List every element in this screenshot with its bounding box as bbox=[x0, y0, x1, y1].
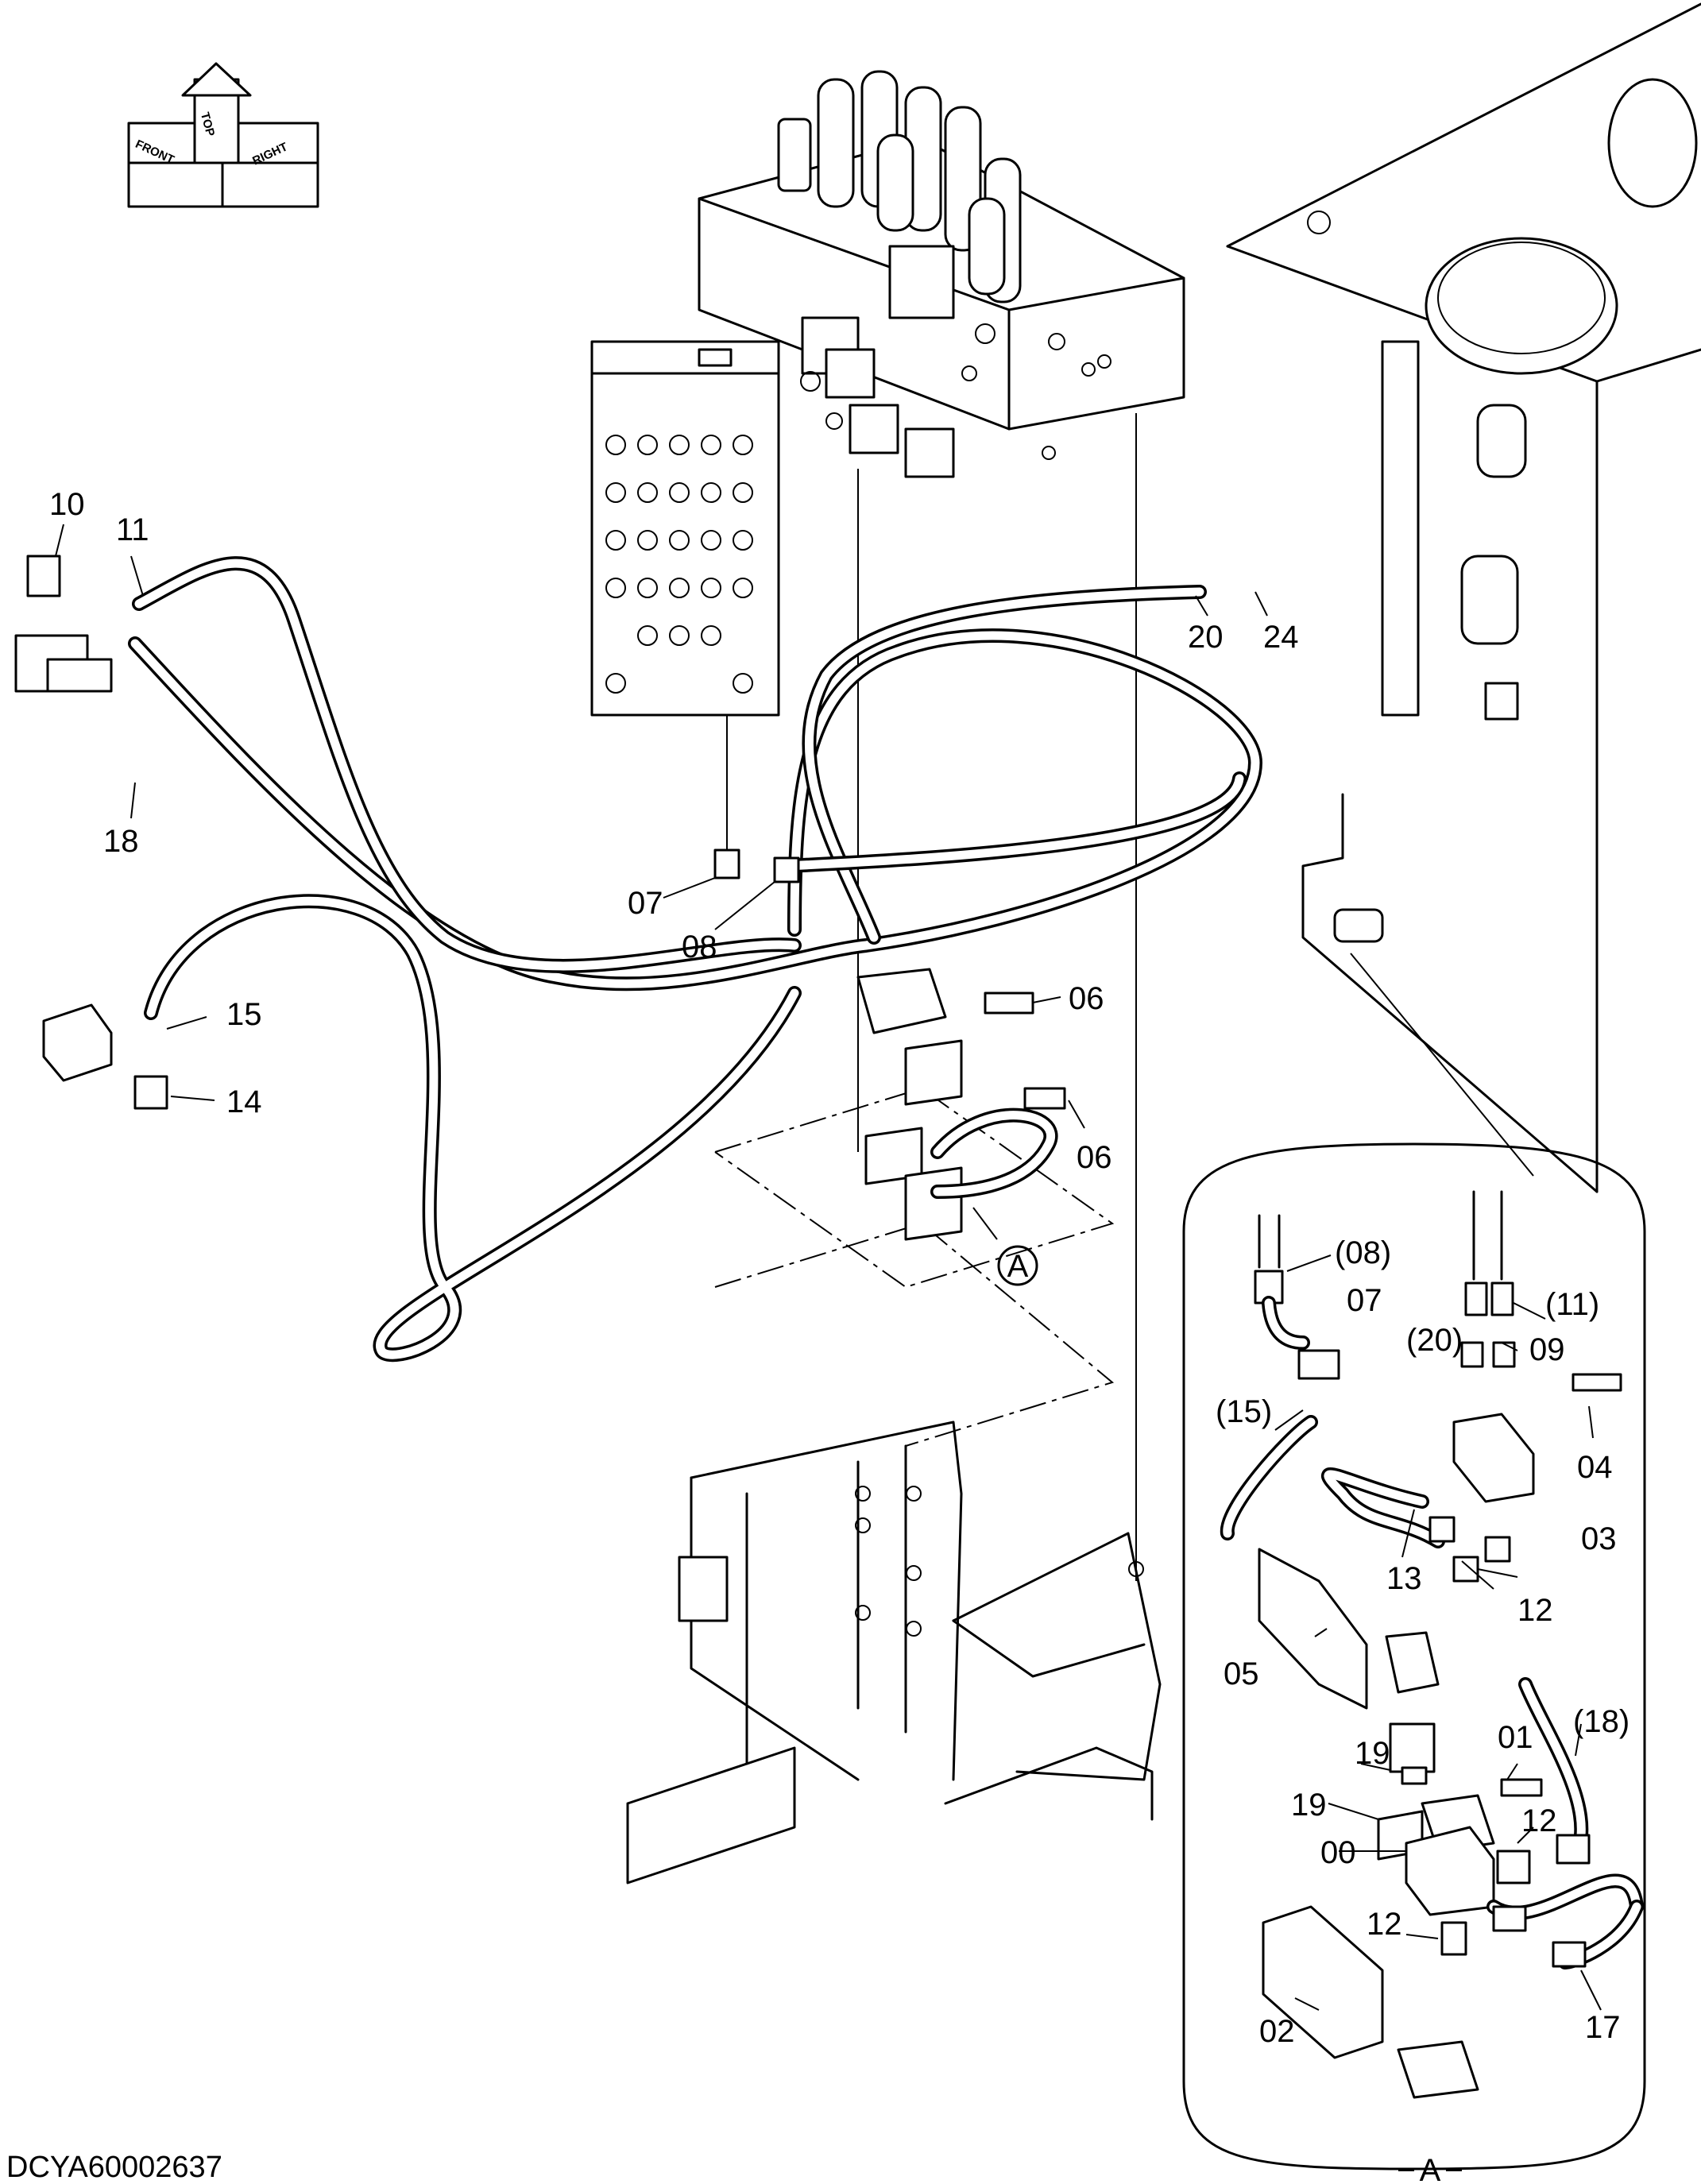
drawing-code: DCYA60002637 bbox=[6, 2151, 222, 2184]
part-label: 11 bbox=[116, 512, 149, 547]
block-14 bbox=[42, 1003, 168, 1110]
part-label: 07 bbox=[628, 886, 663, 921]
detail-view-a bbox=[1182, 1142, 1646, 2170]
detail-view-label: A bbox=[1420, 2153, 1441, 2184]
leader-lines bbox=[55, 524, 1602, 2011]
part-label: 18 bbox=[103, 824, 139, 859]
part-label: 12 bbox=[1517, 1593, 1553, 1628]
control-valve bbox=[698, 70, 1185, 1581]
part-label: 04 bbox=[1577, 1450, 1613, 1485]
hose-group bbox=[128, 556, 1262, 1363]
part-label: 15 bbox=[226, 997, 262, 1032]
part-label: 09 bbox=[1529, 1332, 1565, 1367]
part-label: (15) bbox=[1216, 1394, 1272, 1429]
part-label: 20 bbox=[1188, 620, 1224, 655]
section-line bbox=[714, 1087, 1115, 1289]
callout-circle-a bbox=[997, 1245, 1038, 1286]
part-label: 00 bbox=[1320, 1835, 1356, 1870]
support-frame bbox=[626, 1421, 1162, 1884]
section-line bbox=[714, 1222, 1115, 1447]
part-label: 06 bbox=[1069, 981, 1104, 1016]
part-labels: 10 11 18 15 14 07 08 20 24 06 06 (08) 07… bbox=[49, 487, 1629, 2049]
part-label: 05 bbox=[1224, 1656, 1259, 1691]
part-label: 12 bbox=[1521, 1803, 1557, 1838]
remote-control-valve bbox=[590, 340, 780, 858]
part-label: (08) bbox=[1335, 1235, 1391, 1270]
part-label: 24 bbox=[1263, 620, 1299, 655]
part-label: (18) bbox=[1573, 1704, 1629, 1739]
part-label: 02 bbox=[1259, 2014, 1295, 2049]
part-label: 06 bbox=[1077, 1140, 1112, 1175]
hydraulic-tank bbox=[1226, 2, 1701, 1193]
part-label: 14 bbox=[226, 1084, 262, 1119]
part-label: 08 bbox=[682, 930, 717, 964]
part-label: 10 bbox=[49, 487, 85, 522]
part-label: 12 bbox=[1367, 1907, 1402, 1942]
part-label: 19 bbox=[1355, 1736, 1390, 1771]
part-label: 13 bbox=[1386, 1561, 1422, 1596]
fitting-10 bbox=[14, 555, 113, 693]
part-label: 03 bbox=[1581, 1521, 1617, 1556]
manifold-block bbox=[713, 848, 1066, 1241]
orientation-cube-icon: FRONT TOP RIGHT bbox=[127, 62, 319, 208]
valve-fitting-grid bbox=[605, 435, 753, 694]
part-label: 19 bbox=[1291, 1788, 1327, 1823]
part-label: (20) bbox=[1406, 1323, 1463, 1358]
part-label: 01 bbox=[1498, 1720, 1533, 1755]
part-label: 07 bbox=[1347, 1283, 1382, 1318]
callout-circle-label: A bbox=[1007, 1249, 1029, 1284]
part-label: 17 bbox=[1585, 2010, 1621, 2045]
part-label: (11) bbox=[1545, 1287, 1599, 1322]
